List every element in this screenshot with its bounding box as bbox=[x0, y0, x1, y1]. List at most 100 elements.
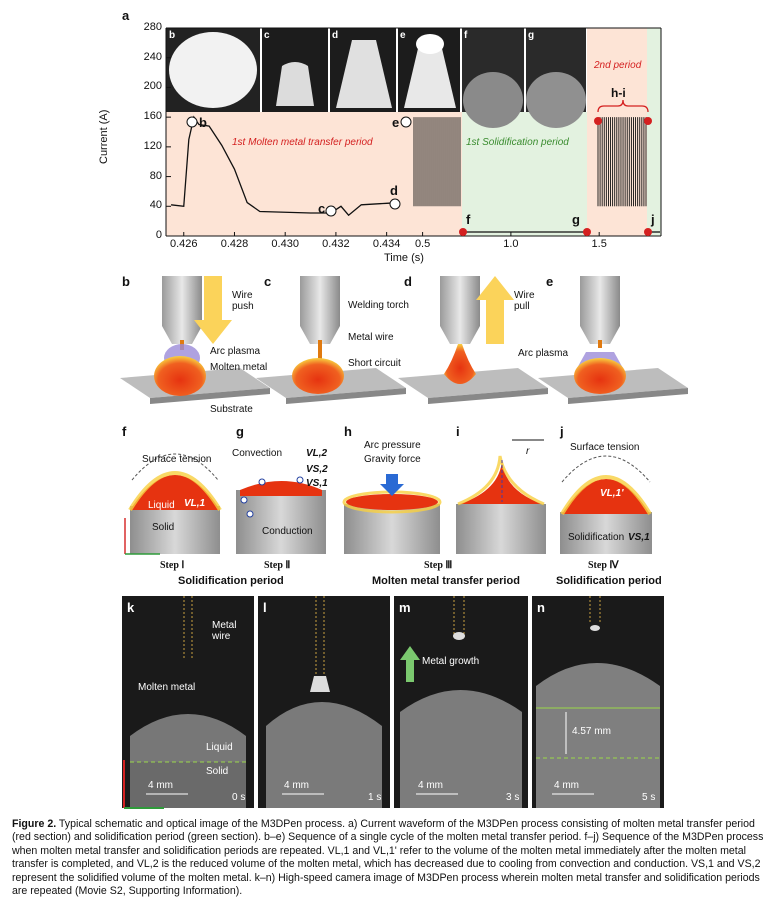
point-j-label: j bbox=[651, 212, 655, 227]
figure-caption: Figure 2. Typical schematic and optical … bbox=[12, 818, 772, 898]
schematic-i bbox=[456, 439, 546, 554]
panel-label-f: f bbox=[122, 424, 127, 439]
panel-label-j: j bbox=[560, 424, 564, 439]
marker-e bbox=[400, 116, 412, 128]
solidification-label: Solidification bbox=[568, 532, 625, 543]
frame-n-image bbox=[536, 596, 660, 808]
arc-plasma-e-label: Arc plasma bbox=[518, 348, 569, 359]
point-g-label: g bbox=[572, 212, 580, 227]
marker-h bbox=[594, 117, 602, 125]
liquid-label: Liquid bbox=[148, 500, 175, 511]
time-m: 3 s bbox=[506, 792, 520, 803]
schematic-f bbox=[124, 453, 222, 555]
caption-text: Typical schematic and optical image of t… bbox=[12, 818, 764, 898]
convection-label: Convection bbox=[232, 448, 283, 459]
panel-label-i: i bbox=[456, 424, 460, 439]
x-tick-label: 0.5 bbox=[414, 238, 431, 250]
point-e-label: e bbox=[392, 115, 400, 130]
schematic-fj bbox=[124, 439, 652, 555]
r-label: r bbox=[526, 446, 530, 457]
arc-pressure-label: Arc pressure bbox=[364, 440, 421, 451]
inset-c-label: c bbox=[264, 30, 270, 41]
metal-wire-label: Metal wire bbox=[348, 332, 394, 343]
x-tick-label: 0.434 bbox=[372, 238, 401, 250]
y-tick-label: 120 bbox=[143, 139, 162, 152]
time-k: 0 s bbox=[232, 792, 246, 803]
schematic-d bbox=[398, 276, 548, 404]
solid-region-bg bbox=[462, 112, 587, 236]
panel-label-n: n bbox=[537, 600, 545, 615]
inset-photos bbox=[166, 28, 586, 128]
vl1p-label: VL,1' bbox=[600, 488, 624, 499]
y-tick-label: 280 bbox=[143, 21, 162, 33]
scale-k: 4 mm bbox=[148, 780, 173, 791]
welding-torch-label: Welding torch bbox=[348, 300, 409, 311]
marker-i bbox=[644, 117, 652, 125]
inset-g-label: g bbox=[528, 30, 535, 41]
point-d-label: d bbox=[390, 183, 398, 198]
bracket-hi bbox=[597, 99, 649, 113]
y-tick-label: 40 bbox=[149, 199, 162, 212]
surface-tension-f: Surface tension bbox=[142, 454, 212, 465]
y-tick-label: 160 bbox=[143, 110, 162, 123]
x-axis-label: Time (s) bbox=[384, 252, 424, 264]
panel-label-k: k bbox=[127, 600, 135, 615]
panel-label-e: e bbox=[546, 274, 554, 289]
marker-f bbox=[459, 228, 467, 236]
step-3: Step Ⅲ bbox=[424, 560, 453, 571]
frame-k-image bbox=[130, 596, 246, 808]
pulse-train-1 bbox=[413, 117, 461, 207]
x-tick-label: 1.5 bbox=[591, 238, 607, 250]
molten-metal-k-label: Molten metal bbox=[138, 682, 196, 693]
panel-label-a: a bbox=[122, 8, 130, 23]
current-waveform-chart bbox=[165, 27, 662, 237]
marker-g bbox=[583, 228, 591, 236]
solid-label: Solid bbox=[152, 522, 175, 533]
schematic-c bbox=[256, 276, 406, 404]
panel-kn: k l m n Metal wire Molten metal Liquid S… bbox=[0, 596, 783, 810]
arc-pressure-arrow bbox=[380, 474, 404, 496]
wire-pull-arrow bbox=[476, 276, 514, 344]
panel-label-c: c bbox=[264, 274, 272, 289]
y-tick-label: 80 bbox=[149, 169, 162, 182]
schematic-g bbox=[236, 476, 326, 554]
marker-b bbox=[186, 116, 198, 128]
molten-region-bg-2 bbox=[412, 112, 462, 236]
y-tick-label: 200 bbox=[143, 80, 162, 93]
inset-f-label: f bbox=[464, 30, 468, 41]
region-molten-label: 1st Molten metal transfer period bbox=[232, 137, 373, 148]
panel-label-m: m bbox=[399, 600, 411, 615]
frame-n bbox=[532, 596, 664, 808]
inset-b-label: b bbox=[169, 30, 176, 41]
x-tick-label: 1.0 bbox=[503, 238, 519, 250]
caption-title: Figure 2. bbox=[12, 818, 57, 830]
panel-label-l: l bbox=[263, 600, 267, 615]
step-4: Step Ⅳ bbox=[588, 560, 619, 571]
marker-c bbox=[325, 205, 337, 217]
wire-pull-label: Wire pull bbox=[514, 290, 535, 312]
region-second-label: 2nd period bbox=[594, 60, 642, 71]
panel-a: a bbox=[0, 0, 783, 270]
vl1-label: VL,1 bbox=[184, 498, 206, 509]
panel-label-d: d bbox=[404, 274, 412, 289]
period-molten: Molten metal transfer period bbox=[372, 575, 520, 587]
x-tick-label: 0.432 bbox=[322, 238, 350, 250]
step-1: Step Ⅰ bbox=[160, 560, 185, 571]
arc-plasma-label: Arc plasma bbox=[210, 346, 261, 357]
y-axis-label: Current (A) bbox=[98, 109, 110, 164]
metal-growth-label: Metal growth bbox=[422, 656, 480, 667]
frame-l bbox=[258, 596, 390, 808]
panel-bcde: b c d e Wire push Wire pull Arc plasma M… bbox=[0, 270, 783, 420]
vs1-j-label: VS,1 bbox=[628, 532, 650, 543]
inset-e-label: e bbox=[400, 30, 406, 41]
gravity-force-label: Gravity force bbox=[364, 454, 421, 465]
liquid-k-label: Liquid bbox=[206, 742, 233, 753]
y-tick-label: 0 bbox=[155, 229, 162, 241]
metal-wire-k-label: Metal wire bbox=[212, 620, 237, 642]
point-f-label: f bbox=[466, 212, 471, 227]
solid-k-label: Solid bbox=[206, 766, 229, 777]
region-solid-label: 1st Solidification period bbox=[466, 137, 569, 148]
wire-push-label: Wire push bbox=[232, 290, 254, 312]
x-tick-label: 0.426 bbox=[169, 238, 198, 250]
y-tick-label: 240 bbox=[143, 50, 162, 63]
